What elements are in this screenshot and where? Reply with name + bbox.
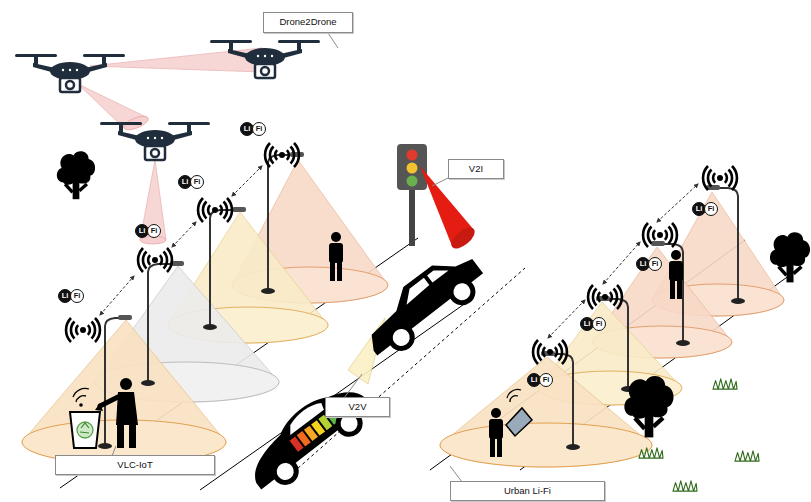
callout-text: Drone2Drone bbox=[279, 17, 336, 27]
callout-text: VLC-IoT bbox=[117, 460, 152, 470]
lifi-logo: Fi bbox=[592, 317, 606, 331]
callout-box: Drone2Drone bbox=[263, 12, 353, 33]
lifi-logo: Fi bbox=[190, 175, 204, 189]
callout-text: V2I bbox=[469, 164, 483, 174]
callout-box: V2V bbox=[325, 397, 390, 417]
callout-box: V2I bbox=[448, 159, 504, 179]
callout-box: Urban Li-Fi bbox=[450, 481, 605, 501]
lifi-logo: Fi bbox=[70, 289, 84, 303]
callout-text: V2V bbox=[349, 402, 367, 412]
callout-box: VLC-IoT bbox=[55, 455, 215, 475]
lifi-logo: Fi bbox=[648, 257, 662, 271]
lifi-logo: Fi bbox=[147, 224, 161, 238]
lifi-logo: Fi bbox=[252, 122, 266, 136]
lifi-logo: Fi bbox=[539, 373, 553, 387]
callout-text: Urban Li-Fi bbox=[504, 486, 551, 496]
lifi-logo: Fi bbox=[704, 202, 718, 216]
